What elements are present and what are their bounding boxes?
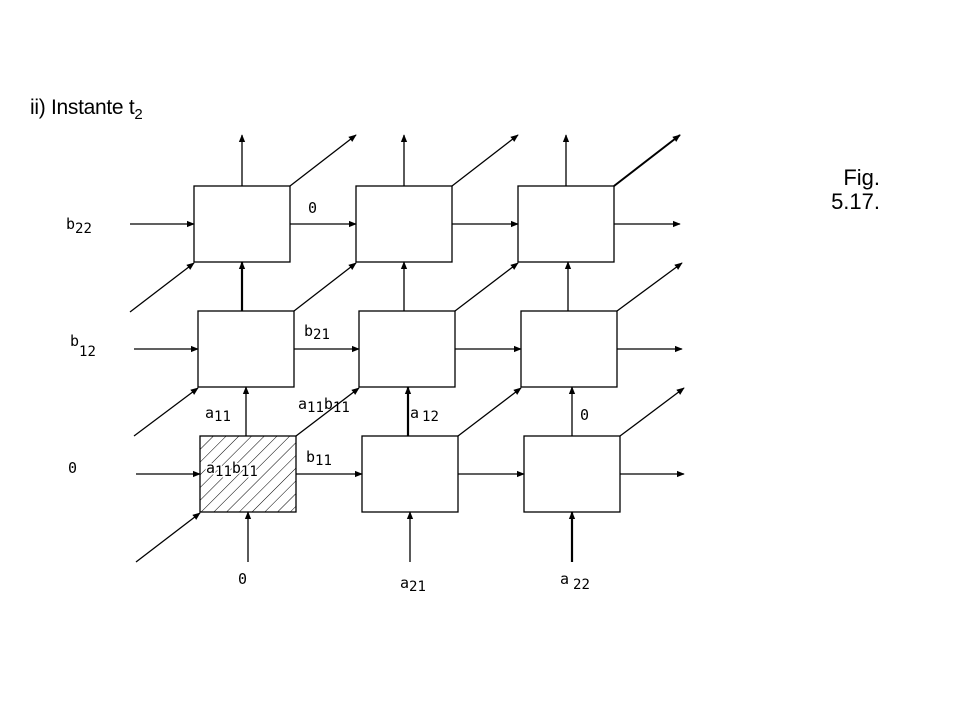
cell-r3c3 [523,435,621,513]
label-b12-input: b12 [70,332,96,360]
cell-r3c2 [361,435,459,513]
arrow-d-r3r2-c2 [457,387,522,437]
label-top-row-zero: 0 [308,199,317,217]
cell-r1c1 [193,185,291,263]
cell-r2c2 [358,310,456,388]
figure-caption-line1: Fig. [843,165,880,190]
arrow-d-r1-in [129,262,195,313]
arrow-d-top-c3 [613,134,681,187]
cell-r2c1 [197,310,295,388]
label-b21: b21 [304,322,330,343]
arrow-d-r2r1-c1 [293,262,357,312]
cell-r1c3 [517,185,615,263]
arrow-d-r3-out [619,387,685,437]
label-b11: b11 [306,448,332,469]
label-a11: a11 [205,404,231,425]
cell-r1c2 [355,185,453,263]
label-cell-a11b11: a11b11 [206,459,258,480]
cell-r2c3 [520,310,618,388]
label-b22-input: b22 [66,215,92,237]
arrow-d-r2r1-c2 [454,262,519,312]
arrow-d-r2-in [133,387,199,437]
figure-caption-line2: 5.17. [831,189,880,214]
diagram-title: ii) Instante t2 [30,96,143,123]
figure-caption: Fig. 5.17. [822,166,880,214]
arrow-d-r3-in [135,512,201,563]
arrow-d-r2-out [616,262,683,312]
label-a21: a21 [400,574,426,595]
arrow-d-top-c2 [451,134,519,187]
label-a11b11-diagonal: a11b11 [298,395,350,416]
arrow-d-r3r2-c1 [295,387,360,437]
label-bottom-zero: 0 [238,570,247,588]
label-zero-input: 0 [68,459,77,477]
arrow-d-top-c1 [289,134,357,187]
label-zero-up: 0 [580,406,589,424]
